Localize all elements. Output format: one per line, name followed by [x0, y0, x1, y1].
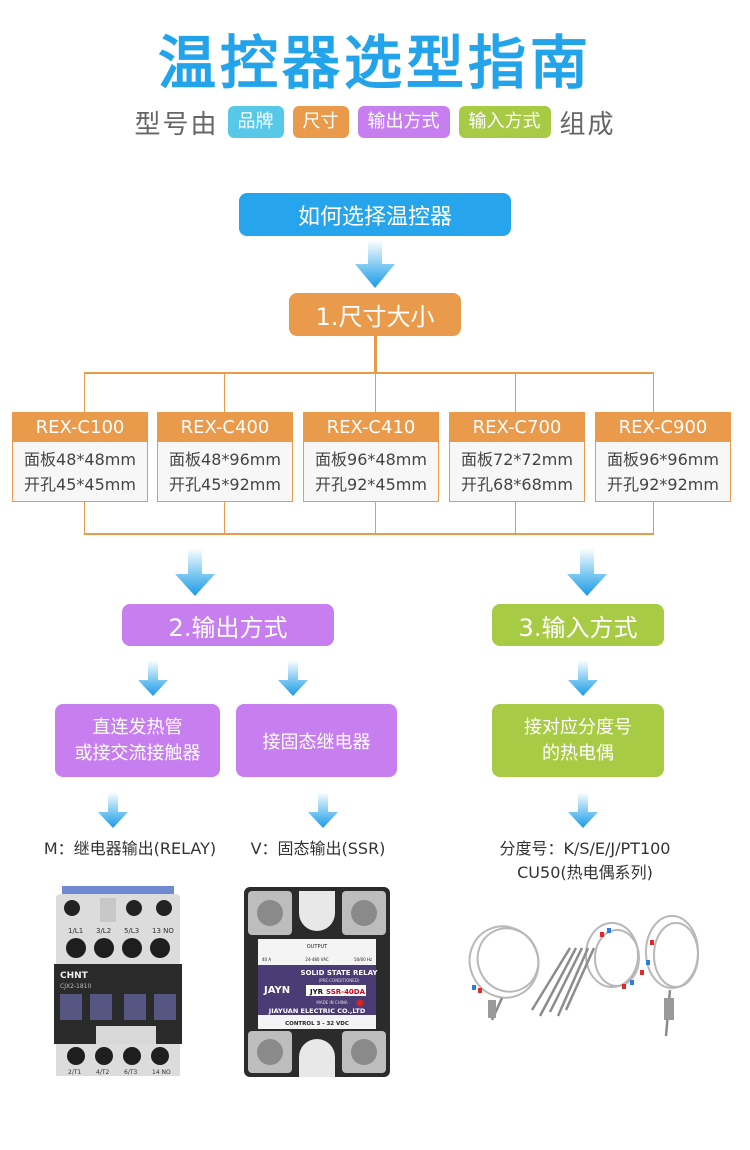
terminal-label: 14 NO [152, 1069, 171, 1076]
model-panel-size: 面板48*48mm [24, 450, 136, 469]
ssr-title: SOLID STATE RELAY [301, 969, 379, 977]
down-arrow-icon [568, 660, 598, 696]
terminal-label: 2/T1 [68, 1069, 82, 1076]
connector-line [224, 502, 225, 535]
ssr-output: OUTPUT [307, 944, 328, 950]
ssr-made-in: MADE IN CHINA [316, 1000, 347, 1005]
option-text: 直连发热管 [92, 716, 183, 738]
connector-line [515, 502, 516, 535]
model-card-rex-c410: REX-C410 面板96*48mm 开孔92*45mm [303, 412, 439, 502]
terminal-label: 4/T2 [96, 1069, 110, 1076]
model-name: REX-C400 [158, 413, 292, 442]
result-line: 分度号：K/S/E/J/PT100 [499, 839, 671, 858]
ssr-model-prefix: JYR [309, 988, 324, 996]
model-panel-size: 面板48*96mm [169, 450, 281, 469]
result-ssr-label: V：固态输出(SSR) [250, 839, 386, 858]
subtitle-suffix: 组成 [559, 109, 616, 140]
step2-box: 2.输出方式 [122, 604, 334, 646]
subtitle: 型号由 品牌 尺寸 输出方式 输入方式 组成 [0, 104, 750, 140]
page-title: 温控器选型指南 [157, 29, 592, 97]
option-text: 的热电偶 [542, 742, 614, 764]
tag-size: 尺寸 [292, 106, 349, 138]
model-card-rex-c100: REX-C100 面板48*48mm 开孔45*45mm [12, 412, 148, 502]
solid-state-relay-photo: OUTPUT 40 A 24-480 VAC 50/60 Hz SOLID ST… [244, 887, 390, 1077]
contactor-model: CJX2-1810 [60, 983, 92, 990]
terminal-label: 3/L2 [96, 927, 111, 935]
model-cutout-size: 开孔68*68mm [461, 475, 573, 494]
option-text: 接对应分度号 [524, 716, 632, 738]
ssr-rating: 50/60 Hz [354, 957, 372, 962]
result-thermocouple-label: 分度号：K/S/E/J/PT100 CU50(热电偶系列) [460, 837, 710, 885]
ssr-company: JIAYUAN ELECTRIC CO.,LTD [268, 1007, 366, 1015]
ssr-brand: JAYN [263, 985, 290, 996]
connector-line [84, 502, 85, 535]
model-card-rex-c900: REX-C900 面板96*96mm 开孔92*92mm [595, 412, 731, 502]
down-arrow-icon [567, 548, 607, 596]
down-arrow-icon [175, 548, 215, 596]
down-arrow-icon [278, 660, 308, 696]
model-name: REX-C900 [596, 413, 730, 442]
terminal-label: 6/T3 [124, 1069, 138, 1076]
model-cutout-size: 开孔92*45mm [315, 475, 427, 494]
ssr-subtitle: (PRE-CONDITIONED) [319, 978, 360, 983]
output-option-ssr: 接固态继电器 [236, 704, 397, 777]
tag-input: 输入方式 [458, 106, 551, 138]
output-option-relay: 直连发热管 或接交流接触器 [55, 704, 220, 777]
input-option-thermocouple: 接对应分度号 的热电偶 [492, 704, 664, 777]
connector-line [653, 502, 654, 535]
contactor-brand: CHNT [60, 971, 89, 981]
connector-line [374, 336, 377, 374]
ssr-model: SSR-40DA [326, 988, 366, 996]
terminal-label: 1/L1 [68, 927, 83, 935]
tag-brand: 品牌 [227, 106, 284, 138]
model-card-rex-c700: REX-C700 面板72*72mm 开孔68*68mm [449, 412, 585, 502]
model-name: REX-C410 [304, 413, 438, 442]
model-card-rex-c400: REX-C400 面板48*96mm 开孔45*92mm [157, 412, 293, 502]
model-name: REX-C700 [450, 413, 584, 442]
down-arrow-icon [138, 660, 168, 696]
down-arrow-icon [308, 792, 338, 828]
connector-line [84, 533, 654, 535]
option-text: 或接交流接触器 [74, 742, 201, 764]
connector-line [84, 372, 654, 374]
model-panel-size: 面板72*72mm [461, 450, 573, 469]
connector-line [375, 372, 376, 412]
model-name: REX-C100 [13, 413, 147, 442]
ssr-control: CONTROL 3 - 32 VDC [285, 1021, 349, 1027]
result-line: CU50(热电偶系列) [517, 863, 653, 882]
connector-line [653, 372, 654, 412]
result-relay-label: M：继电器输出(RELAY) [43, 839, 217, 858]
down-arrow-icon [568, 792, 598, 828]
connector-line [224, 372, 225, 412]
step1-box: 1.尺寸大小 [289, 293, 461, 336]
contactor-photo: 1/L1 3/L2 5/L3 13 NO CHNT CJX2-1810 2/T1… [54, 886, 182, 1076]
ssr-rating: 24-480 VAC [305, 957, 329, 962]
ssr-rating: 40 A [262, 957, 271, 962]
model-cutout-size: 开孔92*92mm [607, 475, 719, 494]
terminal-label: 5/L3 [124, 927, 139, 935]
model-panel-size: 面板96*96mm [607, 450, 719, 469]
step3-box: 3.输入方式 [492, 604, 664, 646]
connector-line [84, 372, 85, 412]
model-panel-size: 面板96*48mm [315, 450, 427, 469]
subtitle-prefix: 型号由 [134, 109, 219, 140]
terminal-label: 13 NO [152, 927, 174, 935]
tag-output: 输出方式 [357, 106, 450, 138]
thermocouple-photo [468, 915, 699, 1037]
down-arrow-icon [98, 792, 128, 828]
connector-line [515, 372, 516, 412]
start-box: 如何选择温控器 [239, 193, 511, 236]
connector-line [375, 502, 376, 535]
down-arrow-icon [355, 240, 395, 288]
model-cutout-size: 开孔45*92mm [169, 475, 281, 494]
model-cutout-size: 开孔45*45mm [24, 475, 136, 494]
